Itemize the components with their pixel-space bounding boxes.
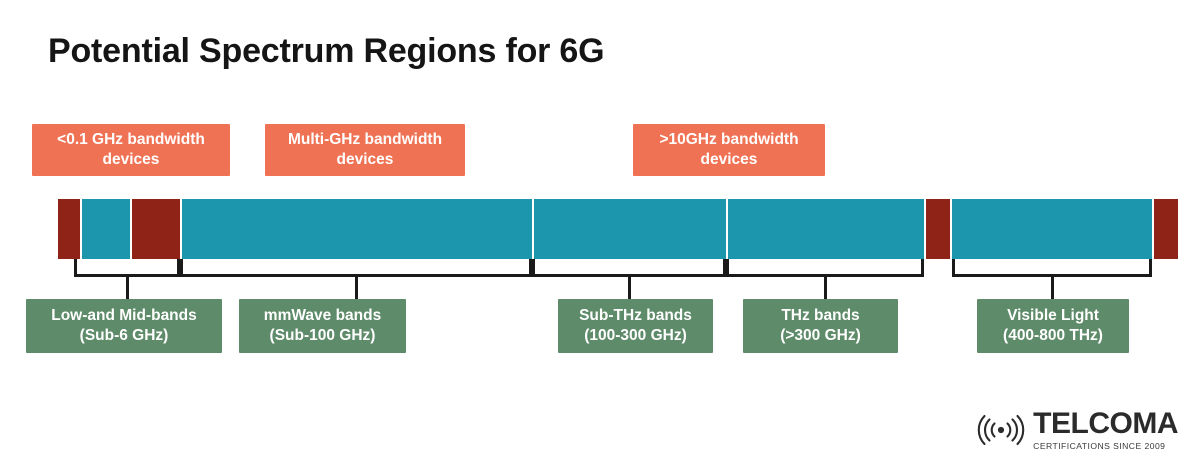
bandwidth-callout-high: >10GHz bandwidth devices xyxy=(633,124,825,176)
bracket-low-mid-bands xyxy=(74,259,180,277)
band-label-mmwave: mmWave bands (Sub-100 GHz) xyxy=(239,299,406,353)
segment-teal-1 xyxy=(82,199,130,259)
segment-red-2 xyxy=(132,199,180,259)
band-label-visible-light-line2: (400-800 THz) xyxy=(1003,327,1103,344)
segment-red-1 xyxy=(58,199,80,259)
bracket-mmwave-bands xyxy=(180,259,532,277)
logo-tagline: CERTIFICATIONS SINCE 2009 xyxy=(1033,441,1166,452)
logo-name: TELCOMA xyxy=(1033,407,1178,441)
band-label-mmwave-line2: (Sub-100 GHz) xyxy=(269,327,376,344)
band-label-sub-thz-line2: (100-300 GHz) xyxy=(584,327,687,344)
stem-sub-thz-bands xyxy=(628,276,631,302)
bandwidth-callout-low-line2: devices xyxy=(102,151,160,168)
band-label-sub-thz: Sub-THz bands (100-300 GHz) xyxy=(558,299,713,353)
band-label-thz: THz bands (>300 GHz) xyxy=(743,299,898,353)
segment-teal-4 xyxy=(728,199,924,259)
page-title: Potential Spectrum Regions for 6G xyxy=(48,32,605,70)
segment-teal-2 xyxy=(182,199,532,259)
band-label-visible-light-line1: Visible Light xyxy=(1007,306,1099,324)
bandwidth-callout-multi: Multi-GHz bandwidth devices xyxy=(265,124,465,176)
bandwidth-callout-multi-line2: devices xyxy=(336,151,394,168)
band-label-mmwave-line1: mmWave bands xyxy=(263,306,382,324)
bracket-thz-bands xyxy=(726,259,924,277)
band-label-visible-light: Visible Light (400-800 THz) xyxy=(977,299,1129,353)
telcoma-logo: TELCOMA CERTIFICATIONS SINCE 2009 xyxy=(975,409,1178,451)
bandwidth-callout-high-line1: >10GHz bandwidth xyxy=(659,130,799,148)
band-label-sub-thz-line1: Sub-THz bands xyxy=(579,306,692,324)
bandwidth-callout-multi-line1: Multi-GHz bandwidth xyxy=(287,130,443,148)
band-label-low-mid-line1: Low-and Mid-bands xyxy=(51,306,197,324)
bracket-visible-light xyxy=(952,259,1152,277)
band-label-low-mid-line2: (Sub-6 GHz) xyxy=(79,327,169,344)
band-label-low-mid: Low-and Mid-bands (Sub-6 GHz) xyxy=(26,299,222,353)
bandwidth-callout-low-line1: <0.1 GHz bandwidth xyxy=(57,130,205,148)
signal-waves-icon xyxy=(977,415,1025,446)
bandwidth-callout-high-line2: devices xyxy=(700,151,758,168)
stem-low-mid-bands xyxy=(126,276,129,302)
band-label-thz-line2: (>300 GHz) xyxy=(780,327,861,344)
bracket-sub-thz-bands xyxy=(532,259,726,277)
stem-mmwave-bands xyxy=(355,276,358,302)
stem-thz-bands xyxy=(824,276,827,302)
spectrum-bar xyxy=(58,199,1178,259)
logo-text-block: TELCOMA CERTIFICATIONS SINCE 2009 xyxy=(1033,409,1178,451)
stem-visible-light xyxy=(1051,276,1054,302)
segment-teal-3 xyxy=(534,199,726,259)
bandwidth-callout-low: <0.1 GHz bandwidth devices xyxy=(32,124,230,176)
band-label-thz-line1: THz bands xyxy=(781,306,860,324)
segment-red-3 xyxy=(926,199,950,259)
segment-red-4 xyxy=(1154,199,1178,259)
segment-teal-5 xyxy=(952,199,1152,259)
